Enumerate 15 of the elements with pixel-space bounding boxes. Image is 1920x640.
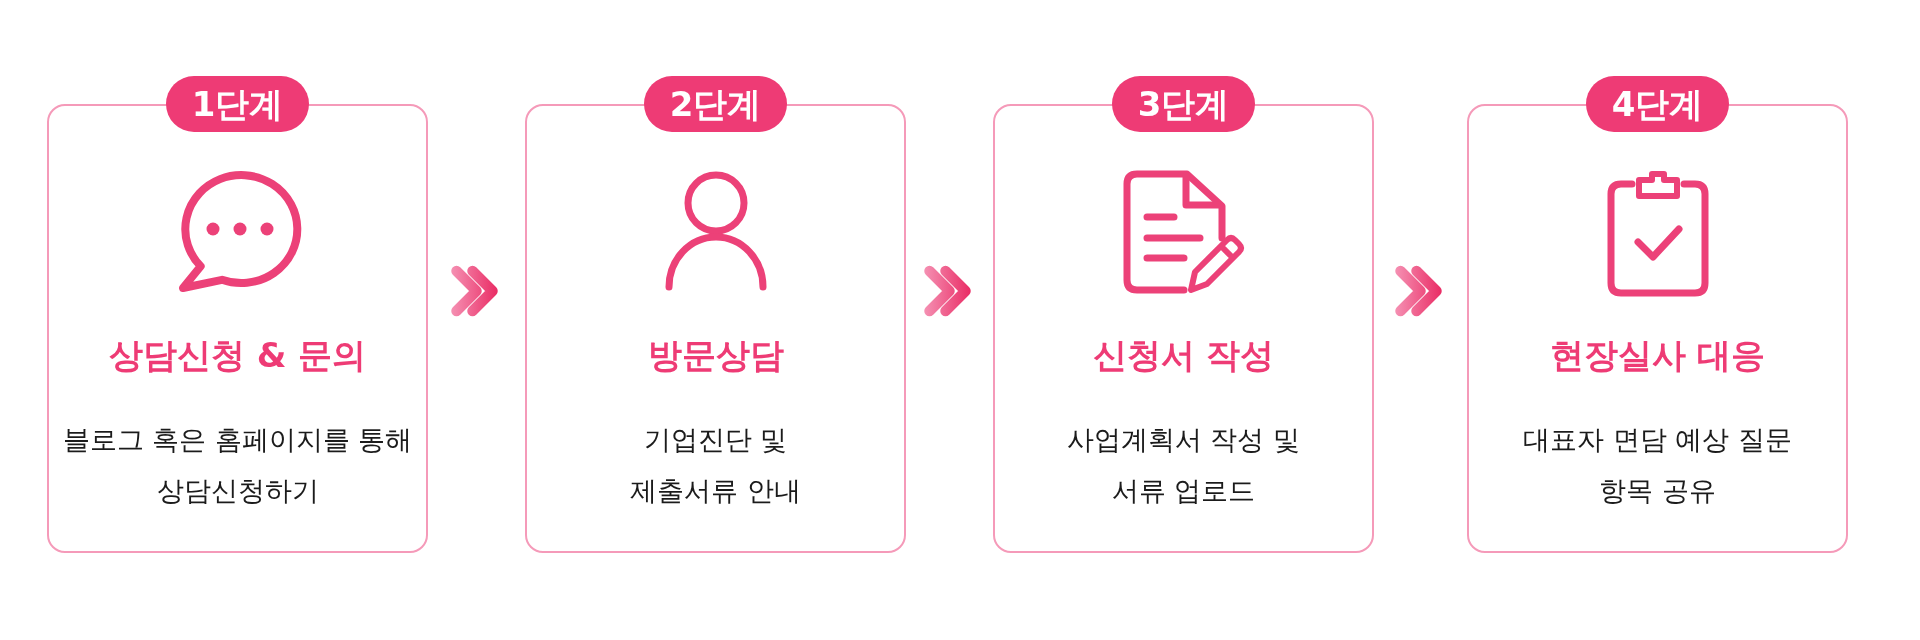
step-title: 상담신청 & 문의 xyxy=(108,334,367,377)
step-title: 신청서 작성 xyxy=(1092,334,1275,377)
chevron-arrow xyxy=(451,265,498,317)
step-badge: 4단계 xyxy=(1585,76,1730,132)
step-badge: 3단계 xyxy=(1111,76,1256,132)
step-description: 기업진단 및 제출서류 안내 xyxy=(629,423,802,508)
step-title: 방문상담 xyxy=(647,334,784,377)
step-title: 현장실사 대응 xyxy=(1549,334,1766,377)
step-description: 대표자 면담 예상 질문 항목 공유 xyxy=(1522,423,1793,508)
chevron-arrow xyxy=(1395,265,1442,317)
step-description: 블로그 혹은 홈페이지를 통해 상담신청하기 xyxy=(61,423,414,508)
step-badge: 1단계 xyxy=(165,76,310,132)
chevron-arrow xyxy=(924,265,971,317)
step-description: 사업계획서 작성 및 서류 업로드 xyxy=(1065,423,1302,508)
step-badge: 2단계 xyxy=(643,76,788,132)
